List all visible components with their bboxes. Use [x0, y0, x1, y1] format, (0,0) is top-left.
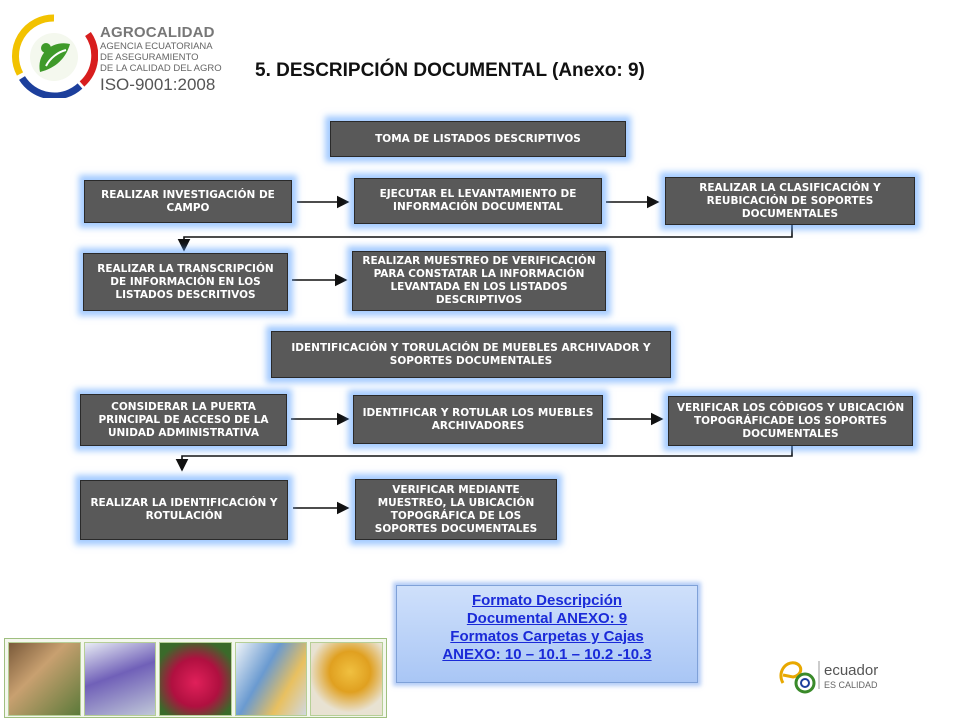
flow-step: REALIZAR LA TRANSCRIPCIÓN DE INFORMACIÓN…	[83, 253, 288, 311]
link-documental-anexo-9[interactable]: Documental ANEXO: 9	[466, 610, 628, 627]
flow-step: REALIZAR LA IDENTIFICACIÓN Y ROTULACIÓN	[80, 480, 288, 540]
agrocalidad-logo-icon	[11, 14, 98, 98]
logo-line: DE LA CALIDAD DEL AGRO	[100, 63, 222, 74]
flow-section-title: IDENTIFICACIÓN Y TORULACIÓN DE MUEBLES A…	[271, 331, 671, 378]
logo-line: AGENCIA ECUATORIANA	[100, 41, 213, 52]
logo-iso: ISO-9001:2008	[100, 75, 216, 94]
photo-rose-image	[159, 642, 232, 716]
link-formato-descripcion[interactable]: Formato Descripción	[471, 592, 623, 609]
flow-step: REALIZAR MUESTREO DE VERIFICACIÓN PARA C…	[352, 251, 606, 311]
flow-step: IDENTIFICAR Y ROTULAR LOS MUEBLES ARCHIV…	[353, 395, 603, 444]
annex-links-box: Formato Descripción Documental ANEXO: 9 …	[396, 585, 698, 683]
ecuador-word: ecuador	[824, 662, 878, 679]
photo-lab-gloves-image	[83, 642, 157, 716]
photo-strip	[4, 638, 387, 718]
logo-name: AGROCALIDAD	[100, 24, 215, 41]
photo-cattle-image	[8, 642, 81, 716]
ecuador-es-calidad-logo-icon: ecuador ES CALIDAD	[779, 661, 878, 694]
flow-step: VERIFICAR MEDIANTE MUESTREO, LA UBICACIÓ…	[355, 479, 557, 540]
photo-lab-vials-image	[234, 642, 308, 716]
flow-step: EJECUTAR EL LEVANTAMIENTO DE INFORMACIÓN…	[354, 178, 602, 224]
flow-step: REALIZAR LA CLASIFICACIÓN Y REUBICACIÓN …	[665, 177, 915, 225]
arrow-r3-r4	[175, 442, 793, 472]
es-calidad-word: ES CALIDAD	[824, 680, 878, 690]
link-anexo-10[interactable]: ANEXO: 10 – 10.1 – 10.2 -10.3	[442, 646, 652, 663]
flow-step: CONSIDERAR LA PUERTA PRINCIPAL DE ACCESO…	[80, 394, 287, 446]
flow-step: VERIFICAR LOS CÓDIGOS Y UBICACIÓN TOPOGR…	[668, 396, 913, 446]
flow-step: REALIZAR INVESTIGACIÓN DE CAMPO	[84, 180, 292, 223]
arrow-r1-r2	[177, 224, 793, 252]
logo-text: AGROCALIDAD AGENCIA ECUATORIANA DE ASEGU…	[100, 24, 240, 95]
flow-section-title: TOMA DE LISTADOS DESCRIPTIVOS	[330, 121, 626, 157]
logo-line: DE ASEGURAMIENTO	[100, 52, 199, 63]
link-formatos-carpetas-cajas[interactable]: Formatos Carpetas y Cajas	[450, 628, 644, 645]
page-title: 5. DESCRIPCIÓN DOCUMENTAL (Anexo: 9)	[255, 60, 645, 81]
photo-fruit-image	[310, 642, 383, 716]
